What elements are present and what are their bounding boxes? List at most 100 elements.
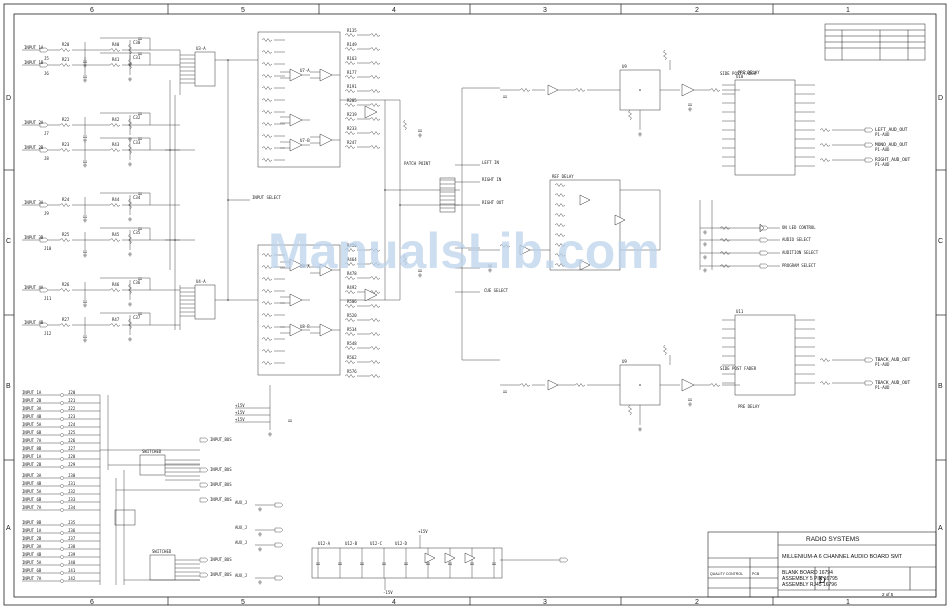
resistor (344, 248, 356, 252)
capacitor (83, 335, 87, 338)
ground-symbol (83, 253, 87, 258)
component-ref: INPUT 2B (24, 145, 44, 150)
component-ref: SWITCHED (152, 549, 172, 554)
resistor (59, 323, 71, 327)
left-zone-C: C (6, 238, 11, 245)
right-zone-A: A (938, 525, 943, 532)
op-amp (289, 68, 303, 82)
resistor (261, 110, 273, 114)
component-ref: R24 (62, 197, 70, 202)
component-ref: INPUT 4B (22, 414, 42, 419)
component-ref: R534 (347, 327, 357, 332)
ground-symbol (128, 77, 132, 82)
component-ref: INPUT_BUS (210, 572, 232, 577)
resistor (369, 318, 381, 322)
resistor (128, 198, 132, 210)
component-ref: AUX_J (235, 500, 247, 505)
resistor (261, 134, 273, 138)
component-ref: U7-A (300, 68, 310, 73)
op-amp (444, 552, 456, 564)
component-ref: J24 (68, 422, 76, 427)
junction-dot (227, 199, 229, 201)
component-ref: P1-AUD (875, 362, 890, 367)
resistor (261, 38, 273, 42)
input-connector (39, 287, 49, 293)
connector-pin (60, 571, 64, 575)
component-ref: J25 (68, 430, 76, 435)
capacitor (418, 129, 422, 132)
resistor (719, 226, 731, 230)
resistor (109, 63, 121, 67)
component-ref: INPUT 3B (24, 235, 44, 240)
pcb-label: PCB (752, 572, 760, 576)
component-ref: AUX_J (235, 525, 247, 530)
component-ref: R46 (112, 282, 120, 287)
component-ref: R506 (347, 299, 357, 304)
bottom-zone-3: 3 (543, 599, 547, 606)
component-ref: INPUT 8B (22, 446, 42, 451)
resistor (261, 265, 273, 269)
component-ref: INPUT 6B (22, 497, 42, 502)
sheet-border-inner (13, 13, 937, 598)
component-ref: INPUT 5A (22, 489, 42, 494)
capacitor (138, 137, 142, 140)
fader-ic (619, 364, 661, 406)
capacitor (138, 312, 142, 315)
capacitor (288, 419, 292, 422)
output-label-0: LEFT_AUD_OUT (875, 127, 908, 133)
resistor (369, 131, 381, 135)
ground-symbol (128, 252, 132, 257)
capacitor (492, 562, 496, 565)
component-ref: J33 (68, 497, 76, 502)
component-ref: R41 (112, 57, 120, 62)
resistor (261, 289, 273, 293)
title-line-1: MILLENIUM-A 6 CHANNEL AUDIO BOARD SMT (782, 554, 903, 560)
component-ref: R450 (347, 243, 357, 248)
resistor (369, 276, 381, 280)
input-connector (39, 237, 49, 243)
component-ref: J20 (68, 390, 76, 395)
component-ref: INPUT 1B (24, 60, 44, 65)
component-ref: +15V (235, 410, 245, 415)
component-ref: INPUT 3A (22, 544, 42, 549)
component-ref: U4-A (196, 279, 206, 284)
op-amp (547, 84, 559, 96)
capacitor (426, 562, 430, 565)
resistor (369, 103, 381, 107)
component-ref: INPUT 7A (22, 505, 42, 510)
resistor (403, 254, 407, 266)
component-ref: J12 (44, 331, 52, 336)
resistor (261, 253, 273, 257)
input-connector (39, 147, 49, 153)
resistor (128, 233, 132, 245)
resistor (344, 103, 356, 107)
component-ref: P1-AUD (875, 132, 890, 137)
resistor (109, 148, 121, 152)
resistor (663, 344, 667, 356)
ground-symbol (703, 255, 707, 260)
component-ref: J6 (44, 71, 49, 76)
output-connector (864, 157, 874, 163)
component-ref: INPUT 2B (22, 398, 42, 403)
component-ref: C37 (133, 315, 141, 320)
title-size: D (819, 575, 826, 585)
resistor (554, 193, 566, 197)
resistor (344, 290, 356, 294)
capacitor (83, 60, 87, 63)
bus-flag (199, 497, 209, 503)
component-ref: +15V (235, 403, 245, 408)
component-ref: INPUT 1A (24, 45, 44, 50)
resistor (261, 50, 273, 54)
resistor (344, 318, 356, 322)
op-amp (547, 379, 559, 391)
schematic-wiring (22, 34, 865, 590)
watermark: ManualsLib.com (268, 223, 660, 279)
sheet-border-outer (3, 3, 947, 606)
bus-flag (199, 572, 209, 578)
resistor (261, 325, 273, 329)
connector-pin (60, 539, 64, 543)
component-ref: J29 (68, 462, 76, 467)
ground-symbol (688, 107, 692, 112)
mix-bus-ic-lower (734, 314, 796, 396)
